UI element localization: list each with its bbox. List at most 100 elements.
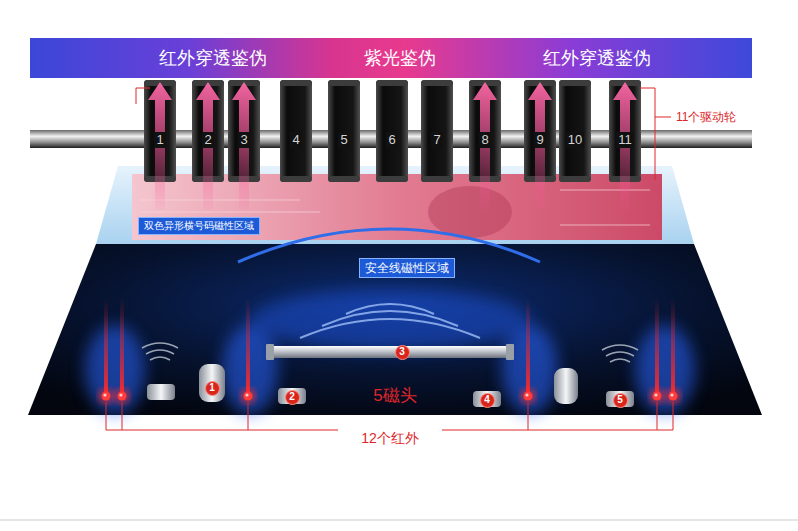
lamp-dot [669,392,678,401]
magnetic-waves [300,304,480,338]
wheel-rim [559,80,591,86]
drive-wheel [376,80,408,182]
infrared-arrow [148,82,172,210]
infrared-beam [104,298,108,396]
magnetic-head [199,364,225,402]
magnetic-head [554,368,578,404]
bar-cap [266,344,274,360]
lamp-dot [244,392,253,401]
lamp-dot [653,392,662,401]
drive-wheel: 3 [228,80,260,182]
wheel-number: 2 [202,132,213,148]
callout-number: 5 [617,395,623,405]
drive-wheel: 10 [559,80,591,182]
lamp-highlight [654,393,657,396]
wheel-rim [328,80,360,86]
drive-wheel [559,80,591,182]
sensor-plate [28,244,762,415]
infrared-lamp [665,298,681,404]
wheel-number: 4 [290,132,301,148]
wheel-body [376,80,408,182]
drive-shaft [30,130,752,148]
lamp-glow [665,388,681,404]
lamp-highlight [103,393,106,396]
lamp-highlight [119,393,122,396]
region-tag: 双色异形横号码磁性区域 [138,217,260,235]
infrared-beam [120,298,124,396]
lamp-glow [649,388,665,404]
blue-glow [85,290,695,415]
wheel-rim [559,176,591,182]
lamp-dot [118,392,127,401]
infrared-arrow [196,82,220,210]
method-name: 紫光鉴伪 [305,47,495,69]
drive-wheel: 8 [469,80,501,182]
lamp-highlight [525,393,528,396]
wheel-bracket [136,88,671,180]
callout-number: 2 [289,392,295,402]
wheel-body [328,80,360,182]
infrared-lamp [520,298,536,404]
infrared-arrow [528,82,552,210]
infrared-count: 12个红外 [361,429,419,447]
drive-wheel: 5 [328,80,360,182]
wheel-number: 5 [338,132,349,148]
wheel-rim [376,176,408,182]
wheel-rim [421,176,453,182]
wheel-number: 8 [479,132,490,148]
drive-wheel [328,80,360,182]
infrared-beam [246,298,250,396]
lamp-glow [240,388,256,404]
wheel-rim [421,80,453,86]
wheel-number: 11 [616,132,634,148]
callout-number: 3 [395,345,410,360]
wheel-rim [328,176,360,182]
infrared-beam [655,298,659,396]
bar-cap [506,344,514,360]
head-count: 5磁头 [373,385,416,406]
drive-wheel: 6 [376,80,408,182]
wheel-number: 9 [534,132,545,148]
wheel-count: 11个驱动轮 [676,109,736,125]
wheel-number: 10 [566,132,584,148]
wheel-body [280,80,312,182]
infrared-arrow [473,82,497,210]
magnetic-head [473,391,501,407]
drive-wheel: 1 [144,80,176,182]
magnetic-head [147,384,175,400]
infrared-lamp [98,298,114,404]
bottom-rule [0,519,798,521]
callout-number: 4 [484,395,490,405]
banknote-portrait [428,186,512,238]
callout-number: 4 [480,393,495,408]
callout-number: 5 [613,393,628,408]
region-name: 安全线磁性区域 [365,260,449,276]
note-tray [96,166,694,244]
wave-icons [142,343,638,362]
infrared-arrow [613,82,637,210]
infrared-arrow [232,82,256,210]
magnetic-bar [270,346,510,358]
lamp-dot [524,392,533,401]
wheel-rim [280,80,312,86]
drive-wheel: 2 [192,80,224,182]
wheel-number: 1 [154,132,165,148]
drive-wheel: 4 [280,80,312,182]
callout-number: 1 [205,381,220,396]
infrared-lamp [240,298,256,404]
drive-wheel [280,80,312,182]
infrared-lamp [114,298,130,404]
label-holder: 5磁头 [373,385,416,406]
wheel-body [421,80,453,182]
drive-wheel: 7 [421,80,453,182]
lamp-highlight [670,393,673,396]
label-holder: 11个驱动轮 [676,109,736,125]
region-name: 双色异形横号码磁性区域 [144,219,254,233]
lamp-glow [98,388,114,404]
callout-number: 3 [399,347,405,357]
method-name: 红外穿透鉴伪 [502,47,692,69]
drive-wheel: 9 [524,80,556,182]
drive-wheel: 11 [609,80,641,182]
label-holder: 12个红外 [361,429,419,447]
wheel-number: 3 [238,132,249,148]
